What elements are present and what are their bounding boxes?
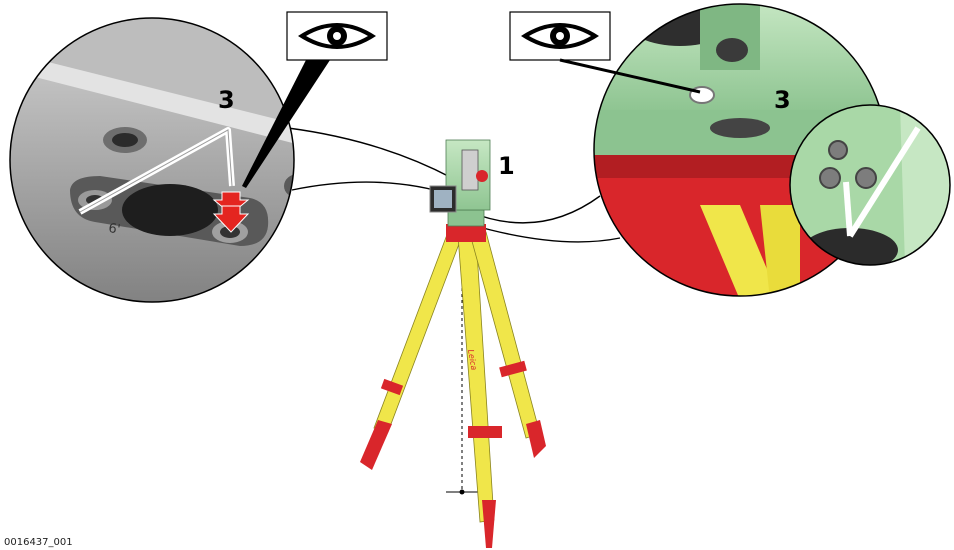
left-detail-view xyxy=(0,0,320,320)
total-station xyxy=(430,140,490,226)
callout-number-left: 3 xyxy=(218,88,235,112)
eye-icon xyxy=(287,12,387,60)
callout-number-instrument: 1 xyxy=(498,154,515,178)
engraving-label: 6' xyxy=(107,221,121,238)
figure-id: 0016437_001 xyxy=(4,538,73,548)
callout-number-right: 3 xyxy=(774,88,791,112)
eye-icon xyxy=(510,12,610,60)
tripod: Leica xyxy=(360,224,546,548)
